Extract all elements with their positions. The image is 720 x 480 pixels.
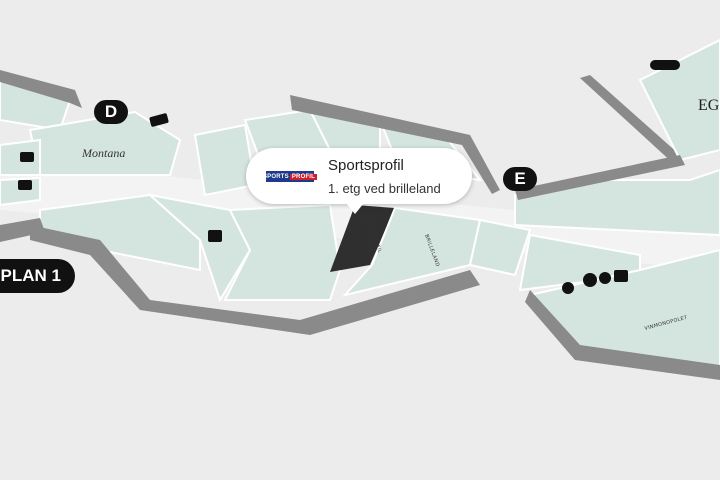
entrance-e-marker[interactable]: E [503, 167, 537, 191]
service-icon-4[interactable] [208, 230, 222, 242]
wall-south-right [525, 290, 720, 380]
service-icon-2[interactable] [18, 180, 32, 190]
store-right-mid[interactable] [514, 168, 720, 237]
wheelchair-icon[interactable] [583, 273, 597, 287]
store-sportsprofil[interactable] [330, 205, 395, 272]
brand-eg: EG [698, 97, 720, 114]
logo-text-accent: PROFIL [289, 173, 318, 180]
wall-south [30, 225, 480, 335]
floor-label: PLAN 1 [0, 259, 75, 293]
store-north-a[interactable] [193, 123, 257, 197]
toilet-icon[interactable] [562, 282, 574, 294]
store-lower-f[interactable] [468, 218, 532, 277]
wall-right-top [580, 75, 680, 165]
popup-title: Sportsprofil [328, 157, 404, 174]
escalator-icon[interactable] [614, 270, 628, 282]
wall-left-top [0, 70, 82, 108]
store-brilleland[interactable] [342, 206, 482, 297]
wall-north [290, 95, 500, 194]
entrance-d-marker[interactable]: D [94, 100, 128, 124]
info-icon[interactable] [599, 272, 611, 284]
store-lower-b[interactable] [146, 193, 252, 303]
service-icon-3[interactable] [149, 113, 169, 127]
service-icon-right[interactable] [650, 60, 680, 70]
brand-montana: Montana [81, 146, 125, 160]
wall-right-mid [515, 155, 685, 200]
store-lower-c[interactable] [223, 203, 342, 301]
service-icon-1[interactable] [20, 152, 34, 162]
wall-left-lower [0, 218, 45, 242]
popup-subtitle: 1. etg ved brilleland [328, 181, 441, 196]
logo-text-main: SPORTS [262, 173, 289, 180]
